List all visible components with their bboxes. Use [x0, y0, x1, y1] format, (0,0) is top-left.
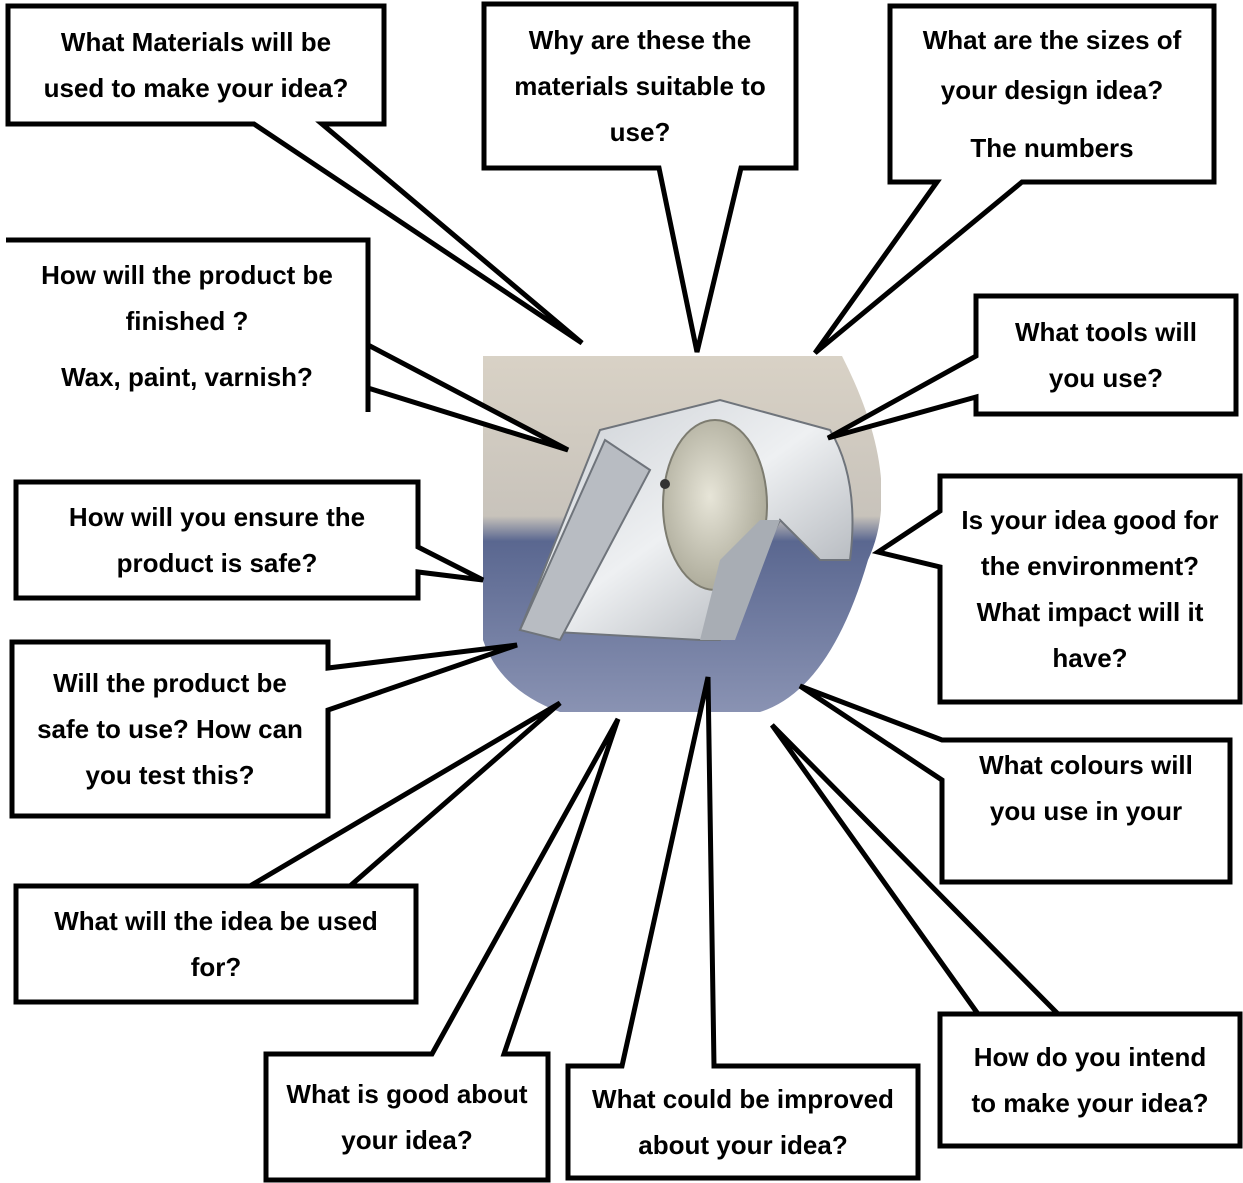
bubble-safe-ensure — [13, 479, 485, 601]
bubble-improve — [565, 676, 921, 1181]
bubble-tools — [826, 293, 1239, 441]
bubble-make — [769, 723, 1243, 1149]
bubble-environment — [871, 473, 1243, 705]
connector-lines — [5, 1, 1243, 1183]
product-photo — [483, 356, 881, 712]
bubble-why-materials — [481, 1, 799, 353]
bubble-safe-test — [9, 639, 518, 819]
bubble-good — [263, 717, 621, 1183]
bubble-materials — [5, 3, 584, 346]
bubble-sizes — [812, 3, 1217, 355]
bubble-colours — [798, 683, 1233, 885]
bubble-used-for — [13, 700, 562, 1005]
bubble-finish — [6, 237, 570, 453]
